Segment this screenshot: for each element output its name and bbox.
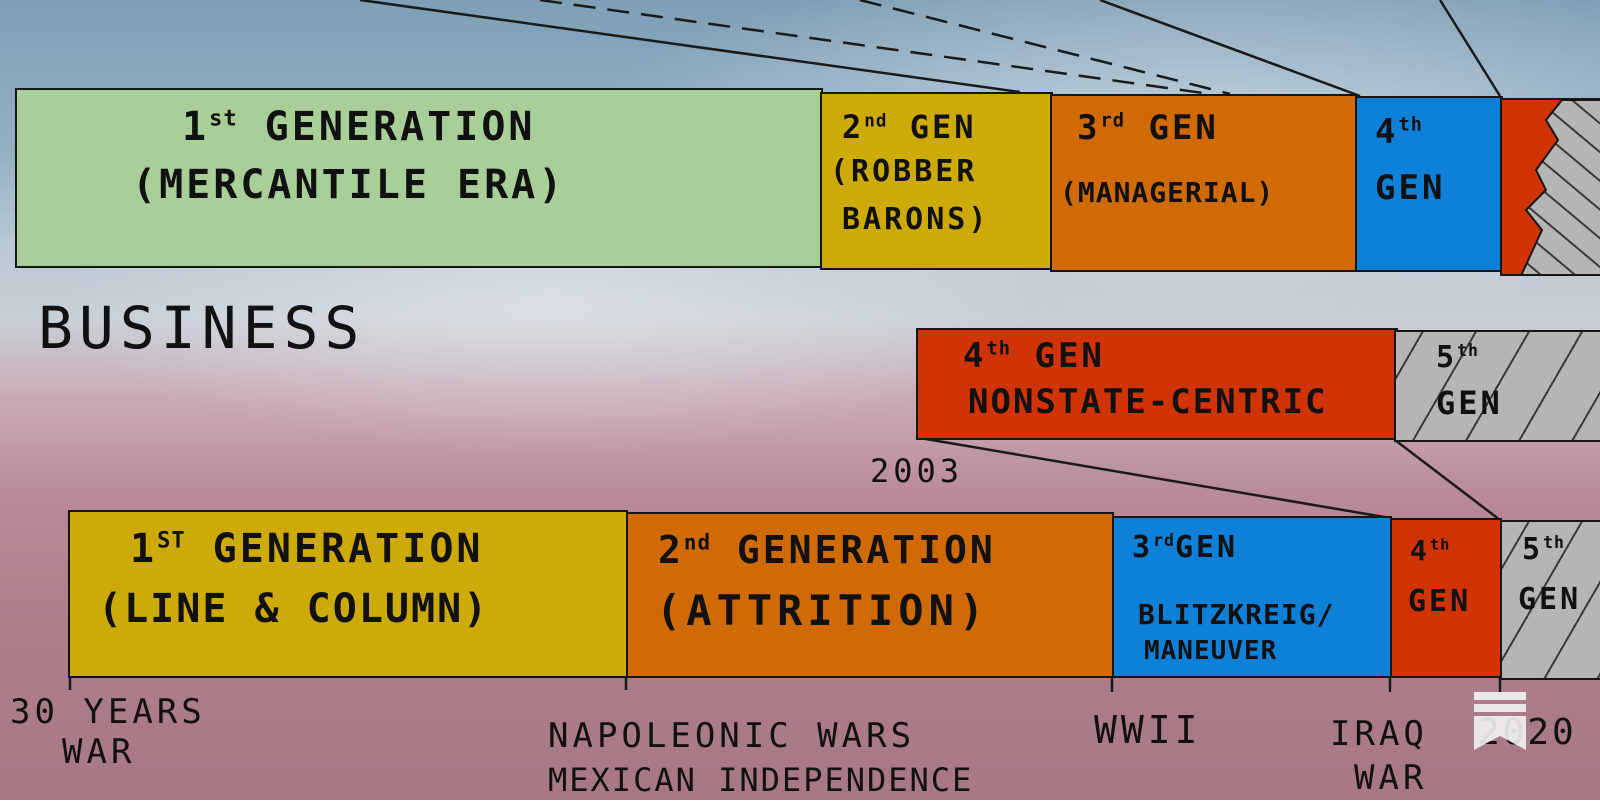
gen-subtitle-2: MANEUVER [1144, 636, 1278, 666]
business-gen5-block [1500, 98, 1600, 276]
gen-suffix: th [1429, 535, 1451, 554]
business-gen4-block: 4th GEN [1355, 96, 1503, 272]
gen-suffix: th [1457, 341, 1479, 360]
gen-title: GENERATION [711, 528, 996, 572]
warfare-gen1-block: 1ST GENERATION (LINE & COLUMN) [68, 510, 628, 678]
business-gen2-block: 2nd GEN (ROBBER BARONS) [820, 92, 1053, 270]
timeline-line2: WAR [62, 732, 136, 772]
gen-subtitle: NONSTATE-CENTRIC [968, 382, 1328, 422]
gen-number: 4 [1375, 112, 1399, 152]
gen-number: 4 [1410, 534, 1430, 567]
gen-subtitle: (MANAGERIAL) [1060, 176, 1275, 209]
gen-title: GEN [887, 108, 977, 146]
gen-subtitle: BLITZKREIG/ [1138, 598, 1335, 631]
gen-title: GENERATION [237, 104, 536, 150]
gen-subtitle: GEN [1375, 168, 1446, 208]
gen-suffix: rd [1100, 110, 1125, 132]
timeline-line2: WAR [1354, 758, 1428, 798]
gen-title: GEN [1125, 108, 1219, 148]
gen-suffix: nd [683, 530, 712, 555]
warfare-gen3-block: 3rdGEN BLITZKREIG/ MANEUVER [1112, 516, 1392, 678]
gen-number: 4 [963, 336, 987, 376]
gen-subtitle: GEN [1408, 584, 1472, 619]
business-gen3-block: 3rd GEN (MANAGERIAL) [1050, 94, 1358, 272]
gen-suffix: th [1543, 533, 1565, 552]
bookmark-icon[interactable] [1472, 690, 1528, 752]
gen-subtitle: GEN [1436, 384, 1503, 422]
gen-subtitle: (ROBBER [830, 154, 978, 189]
gen-suffix: st [209, 106, 238, 132]
nonstate-gen4-block: 4th GEN NONSTATE-CENTRIC [916, 328, 1398, 440]
gen-suffix: ST [157, 528, 186, 554]
gen-suffix: rd [1153, 531, 1175, 550]
business-gen1-block: 1st GENERATION (MERCANTILE ERA) [15, 88, 823, 268]
gen-subtitle: (ATTRITION) [656, 586, 990, 635]
timeline-line1: IRAQ [1330, 714, 1428, 754]
timeline-line2: MEXICAN INDEPENDENCE [548, 761, 974, 799]
gen-subtitle: (MERCANTILE ERA) [132, 162, 566, 208]
gen-suffix: nd [864, 111, 888, 132]
nonstate-gen5-block: 5th GEN [1394, 330, 1600, 442]
gen-number: 3 [1132, 530, 1154, 565]
gen-number: 2 [658, 528, 684, 572]
year-2003-label: 2003 [870, 452, 964, 490]
gen-title: GEN [1011, 336, 1105, 376]
gen-number: 2 [842, 108, 865, 146]
timeline-label-wwii: WWII [1094, 708, 1202, 752]
gen-subtitle: GEN [1518, 582, 1582, 617]
gen-title: GENERATION [185, 526, 484, 572]
gen-subtitle-2: BARONS) [842, 202, 990, 237]
warfare-gen5-block: 5th GEN [1500, 520, 1600, 680]
business-section-label: BUSINESS [38, 294, 366, 362]
warfare-gen4-block: 4th GEN [1390, 518, 1502, 678]
torn-edge-hatch [1520, 100, 1600, 274]
gen-title: GEN [1174, 530, 1239, 565]
warfare-gen2-block: 2nd GENERATION (ATTRITION) [626, 512, 1114, 678]
timeline-line1: 30 YEARS [10, 692, 206, 732]
gen-subtitle: (LINE & COLUMN) [98, 586, 490, 632]
timeline-line1: WWII [1094, 708, 1202, 752]
timeline-label-30-years-war: 30 YEARS WAR [10, 692, 206, 772]
gen-suffix: th [1398, 114, 1423, 136]
gen-suffix: th [986, 338, 1011, 360]
gen-number: 5 [1436, 340, 1458, 375]
gen-number: 1 [182, 104, 210, 150]
timeline-label-napoleonic: NAPOLEONIC WARS MEXICAN INDEPENDENCE [548, 714, 973, 802]
timeline-label-iraq-war: IRAQ WAR [1330, 712, 1428, 800]
gen-number: 3 [1077, 108, 1101, 148]
gen-number: 5 [1522, 532, 1544, 567]
gen-number: 1 [130, 526, 158, 572]
timeline-line1: NAPOLEONIC WARS [548, 716, 916, 756]
